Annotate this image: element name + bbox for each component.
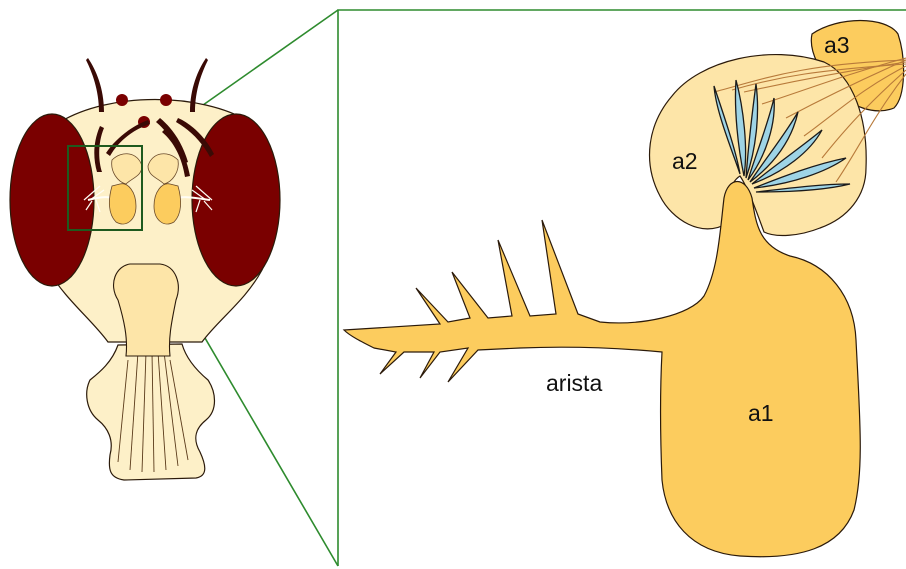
label-a3: a3 bbox=[824, 32, 850, 58]
compound-eye-left bbox=[10, 114, 94, 286]
proboscis bbox=[87, 344, 215, 480]
segment-a2 bbox=[650, 55, 867, 236]
label-arista: arista bbox=[546, 370, 602, 396]
label-a2: a2 bbox=[672, 148, 698, 174]
label-a1: a1 bbox=[748, 400, 774, 426]
fly-head bbox=[10, 58, 280, 480]
antenna-enlarged: a3 a2 arista a1 bbox=[344, 21, 906, 557]
